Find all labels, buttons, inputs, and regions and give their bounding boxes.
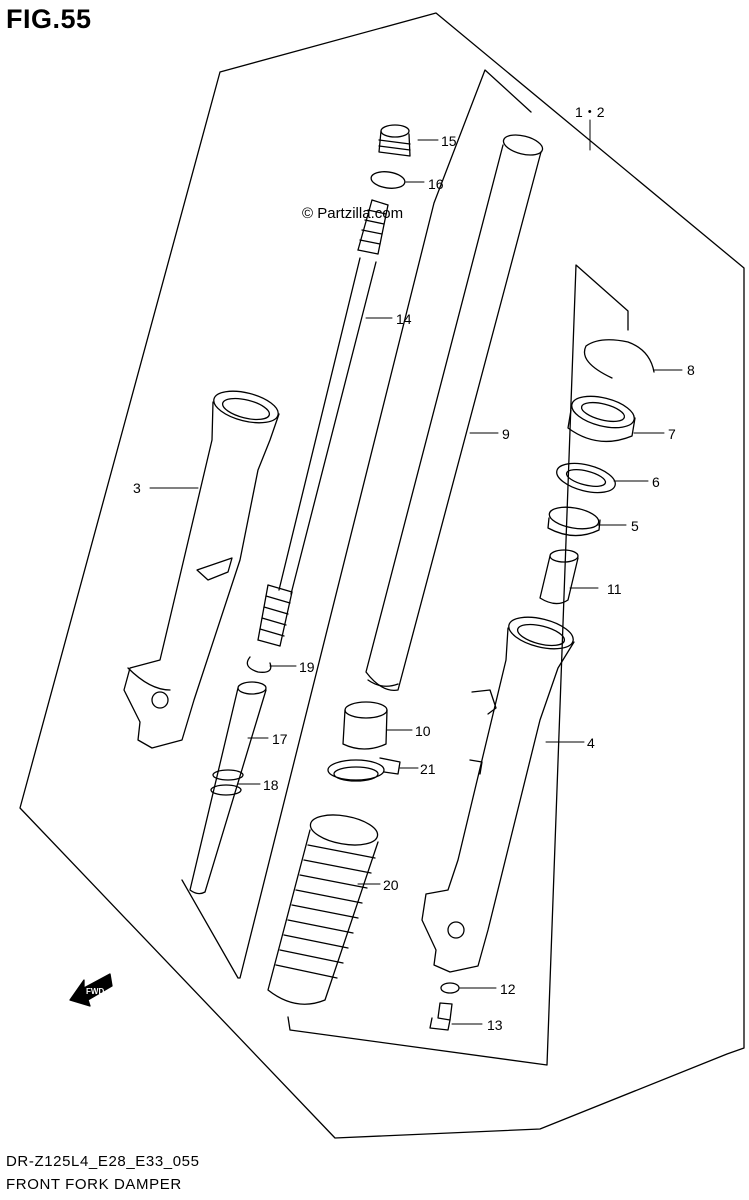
diagram-name: FRONT FORK DAMPER <box>6 1176 182 1193</box>
outer-assembly-frame <box>19 12 745 1139</box>
fwd-arrow-icon: FWD <box>69 973 113 1007</box>
part-3-outer-tube <box>123 390 280 749</box>
callout-11: 11 <box>607 581 622 597</box>
callout-16: 16 <box>428 176 444 192</box>
callout-7: 7 <box>668 426 676 442</box>
part-20-dust-boot <box>267 814 379 1005</box>
part-7-oil-seal <box>567 395 636 442</box>
callout-18: 18 <box>263 777 279 793</box>
callout-4: 4 <box>587 735 595 751</box>
part-11-oil-lock <box>539 549 579 605</box>
part-12-washer <box>440 982 460 994</box>
callout-14: 14 <box>396 311 412 327</box>
callout-12: 12 <box>500 981 516 997</box>
figure-title: FIG.55 <box>6 4 92 34</box>
part-10-bushing <box>342 701 388 750</box>
callout-5: 5 <box>631 518 639 534</box>
left-inner-panel <box>181 69 532 979</box>
callout-20: 20 <box>383 877 399 893</box>
callout-15: 15 <box>441 133 457 149</box>
diagram-code: DR-Z125L4_E28_E33_055 <box>6 1153 200 1170</box>
watermark: © Partzilla.com <box>302 205 404 222</box>
part-15-cap-bolt <box>378 124 411 157</box>
callout-6: 6 <box>652 474 660 490</box>
leader-lines <box>149 119 683 1025</box>
part-14-spring-top <box>357 199 389 255</box>
part-6-washer <box>556 462 616 494</box>
callout-17: 17 <box>272 731 288 747</box>
part-4-outer-tube <box>421 616 575 973</box>
callout-19: 19 <box>299 659 315 675</box>
callout-9: 9 <box>502 426 510 442</box>
part-13-bolt <box>429 1002 453 1031</box>
part-19-circlip <box>246 656 272 673</box>
callout-8: 8 <box>687 362 695 378</box>
part-14-damper-rod <box>278 257 377 595</box>
part-17-rod <box>189 681 267 895</box>
callout-21: 21 <box>420 761 436 777</box>
part-5-bushing <box>547 506 601 537</box>
callout-3: 3 <box>133 480 141 496</box>
callout-labels: 1・2 15 16 14 8 9 7 3 6 5 11 19 10 17 4 2… <box>133 104 695 1033</box>
fwd-label: FWD <box>86 987 104 996</box>
right-inner-panel <box>287 264 629 1066</box>
part-21-clamp <box>327 757 401 782</box>
part-9-inner-tube <box>365 134 544 692</box>
callout-1-2: 1・2 <box>575 104 605 120</box>
callout-13: 13 <box>487 1017 503 1033</box>
part-18-ring <box>210 769 244 796</box>
part-16-o-ring <box>370 171 406 189</box>
part-14-spring-lower <box>257 584 293 647</box>
part-8-circlip <box>583 339 655 379</box>
callout-10: 10 <box>415 723 431 739</box>
